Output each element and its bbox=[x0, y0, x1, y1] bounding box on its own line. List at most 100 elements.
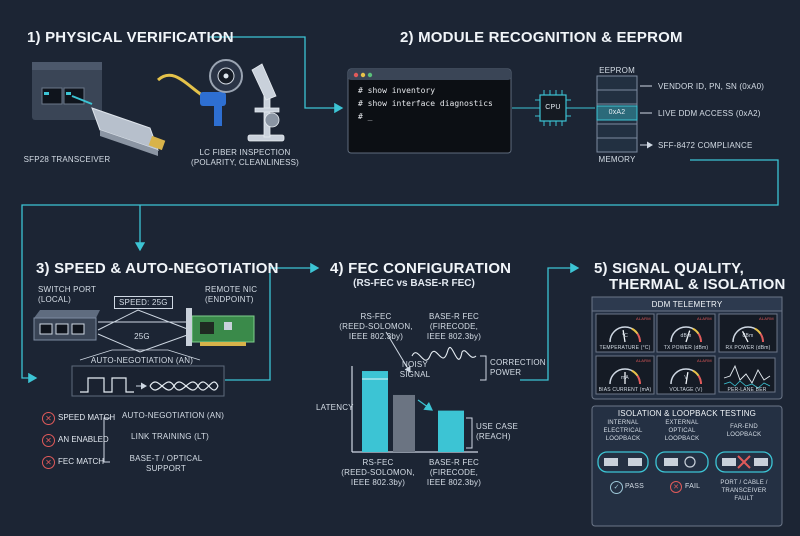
loop1-3: LOOPBACK bbox=[605, 436, 641, 442]
factor-support: SUPPORT bbox=[146, 464, 186, 473]
terminal-line-1: # show inventory bbox=[358, 86, 436, 95]
gauge-alarm-tag: ALARM bbox=[636, 316, 651, 321]
fiber-label-line1: LC FIBER INSPECTION bbox=[199, 148, 291, 157]
eeprom-note-3: SFF-8472 COMPLIANCE bbox=[658, 141, 753, 150]
br-bot-3: IEEE 802.3by) bbox=[426, 478, 482, 487]
gauge-label: TX POWER (dBm) bbox=[663, 345, 709, 351]
switch-label-line2: (LOCAL) bbox=[38, 295, 71, 304]
gauge-warn-zone bbox=[754, 327, 762, 335]
gauge-box bbox=[656, 355, 716, 395]
link-speed-label: 25G bbox=[134, 332, 150, 341]
remote-nic-illustration bbox=[186, 308, 255, 346]
gauge-unit: mA bbox=[621, 375, 629, 381]
transceiver-label: SFP28 TRANSCEIVER bbox=[23, 155, 111, 164]
an-label: AUTO-NEGOTIATION (AN) bbox=[90, 356, 194, 365]
step1-title: 1) PHYSICAL VERIFICATION bbox=[27, 29, 234, 46]
gauge-needle bbox=[685, 372, 689, 385]
rs-top-3: IEEE 802.3by) bbox=[348, 332, 404, 341]
noisy-1: NOISY bbox=[402, 360, 428, 369]
step2-title: 2) MODULE RECOGNITION & EEPROM bbox=[400, 29, 683, 46]
sfp28-module-illustration bbox=[91, 107, 166, 156]
cpu-chip-icon bbox=[512, 90, 595, 126]
ber-label: PER-LANE BER bbox=[727, 387, 767, 393]
microscope-illustration bbox=[247, 63, 285, 142]
check-speed-match: SPEED MATCH bbox=[58, 413, 116, 422]
an-waveform-panel bbox=[71, 349, 225, 397]
ddm-telemetry-panel bbox=[591, 296, 783, 400]
gauge-unit: V bbox=[684, 375, 688, 381]
link-lines bbox=[97, 309, 191, 353]
factor-baset: BASE-T / OPTICAL bbox=[129, 454, 203, 463]
x-circle-icon: ✕ bbox=[42, 412, 55, 425]
gauge-warn-zone bbox=[692, 327, 700, 335]
usecase-1: USE CASE bbox=[476, 422, 519, 431]
fec-chart bbox=[351, 331, 487, 453]
loop2-2: OPTICAL bbox=[668, 428, 696, 434]
gauge-warn-zone bbox=[692, 369, 700, 377]
loop2-1: EXTERNAL bbox=[665, 420, 699, 426]
rs-bot-3: IEEE 802.3by) bbox=[350, 478, 406, 487]
gauge-warn-zone bbox=[631, 369, 639, 377]
nic-label-line2: (ENDPOINT) bbox=[205, 295, 254, 304]
connector-1-2 bbox=[208, 36, 344, 114]
terminal-line-2: # show interface diagnostics bbox=[358, 99, 493, 108]
cpu-label: CPU bbox=[545, 104, 561, 111]
gauge-alarm-zone bbox=[636, 332, 641, 343]
eeprom-memory-block bbox=[596, 75, 652, 153]
step5-title-line2: THERMAL & ISOLATION bbox=[609, 276, 786, 293]
rs-bot-2: (REED-SOLOMON, bbox=[341, 468, 415, 477]
rs-top-1: RS-FEC bbox=[360, 312, 392, 321]
correction-2: POWER bbox=[490, 368, 522, 377]
factor-bracket bbox=[103, 417, 110, 463]
gauge-needle bbox=[741, 331, 749, 343]
gauge-needle bbox=[685, 330, 691, 343]
connector-2-3 bbox=[21, 159, 779, 384]
gauge-label: BIAS CURRENT (mA) bbox=[598, 387, 652, 393]
eeprom-note-1: VENDOR ID, PN, SN (0xA0) bbox=[658, 82, 765, 91]
switch-label-line1: SWITCH PORT bbox=[38, 285, 97, 294]
x-circle-icon: ✕ bbox=[42, 434, 55, 447]
gauge-warn-zone bbox=[631, 327, 639, 335]
br-bot-1: BASE-R FEC bbox=[428, 458, 480, 467]
x-circle-icon: ✕ bbox=[42, 456, 55, 469]
loop2-3: LOOPBACK bbox=[664, 436, 700, 442]
gauge-alarm-tag: ALARM bbox=[759, 316, 774, 321]
local-switch-port-illustration bbox=[33, 310, 100, 341]
memory-label: MEMORY bbox=[598, 155, 636, 164]
check-circle-icon: ✓ bbox=[610, 481, 623, 494]
factor-an: AUTO-NEGOTIATION (AN) bbox=[122, 411, 225, 420]
gauge-label: VOLTAGE (V) bbox=[669, 387, 703, 393]
br-top-2: (FIRECODE, bbox=[429, 322, 479, 331]
step4-title: 4) FEC CONFIGURATION bbox=[330, 260, 512, 277]
fault-2: TRANSCEIVER bbox=[721, 488, 767, 494]
rs-top-2: (REED-SOLOMON, bbox=[339, 322, 413, 331]
fault-3: FAULT bbox=[734, 496, 754, 502]
fiber-label-line2: (POLARITY, CLEANLINESS) bbox=[190, 158, 300, 167]
latency-label: LATENCY bbox=[316, 403, 354, 412]
eeprom-cell-label: 0xA2 bbox=[608, 109, 626, 116]
rs-bot-1: RS-FEC bbox=[362, 458, 394, 467]
terminal-window bbox=[347, 68, 512, 154]
loop1-2: ELECTRICAL bbox=[603, 428, 643, 434]
connector-4-5 bbox=[520, 262, 580, 381]
pass-label: PASS bbox=[625, 483, 644, 490]
gauge-box bbox=[718, 313, 778, 353]
gauge-alarm-tag: ALARM bbox=[697, 358, 712, 363]
gauge-alarm-zone bbox=[759, 332, 764, 343]
fault-1: PORT / CABLE / bbox=[720, 480, 768, 486]
lc-fiber-illustration bbox=[156, 59, 243, 126]
gauge-unit: dBm bbox=[680, 333, 692, 339]
correction-1: CORRECTION bbox=[490, 358, 546, 367]
bar-correction-0 bbox=[362, 371, 388, 452]
step5-title-line1: 5) SIGNAL QUALITY, bbox=[594, 260, 745, 277]
bar-latency-0 bbox=[393, 394, 415, 452]
isolation-panel bbox=[591, 405, 783, 527]
gauge-label: RX POWER (dBm) bbox=[725, 345, 771, 351]
gauge-unit: °C bbox=[621, 333, 629, 339]
nic-label-line1: REMOTE NIC bbox=[205, 285, 258, 294]
eeprom-label: EEPROM bbox=[599, 66, 635, 75]
loop3-2: LOOPBACK bbox=[726, 432, 762, 438]
gauge-alarm-tag: ALARM bbox=[697, 316, 712, 321]
loop3-1: FAR-END bbox=[730, 424, 758, 430]
